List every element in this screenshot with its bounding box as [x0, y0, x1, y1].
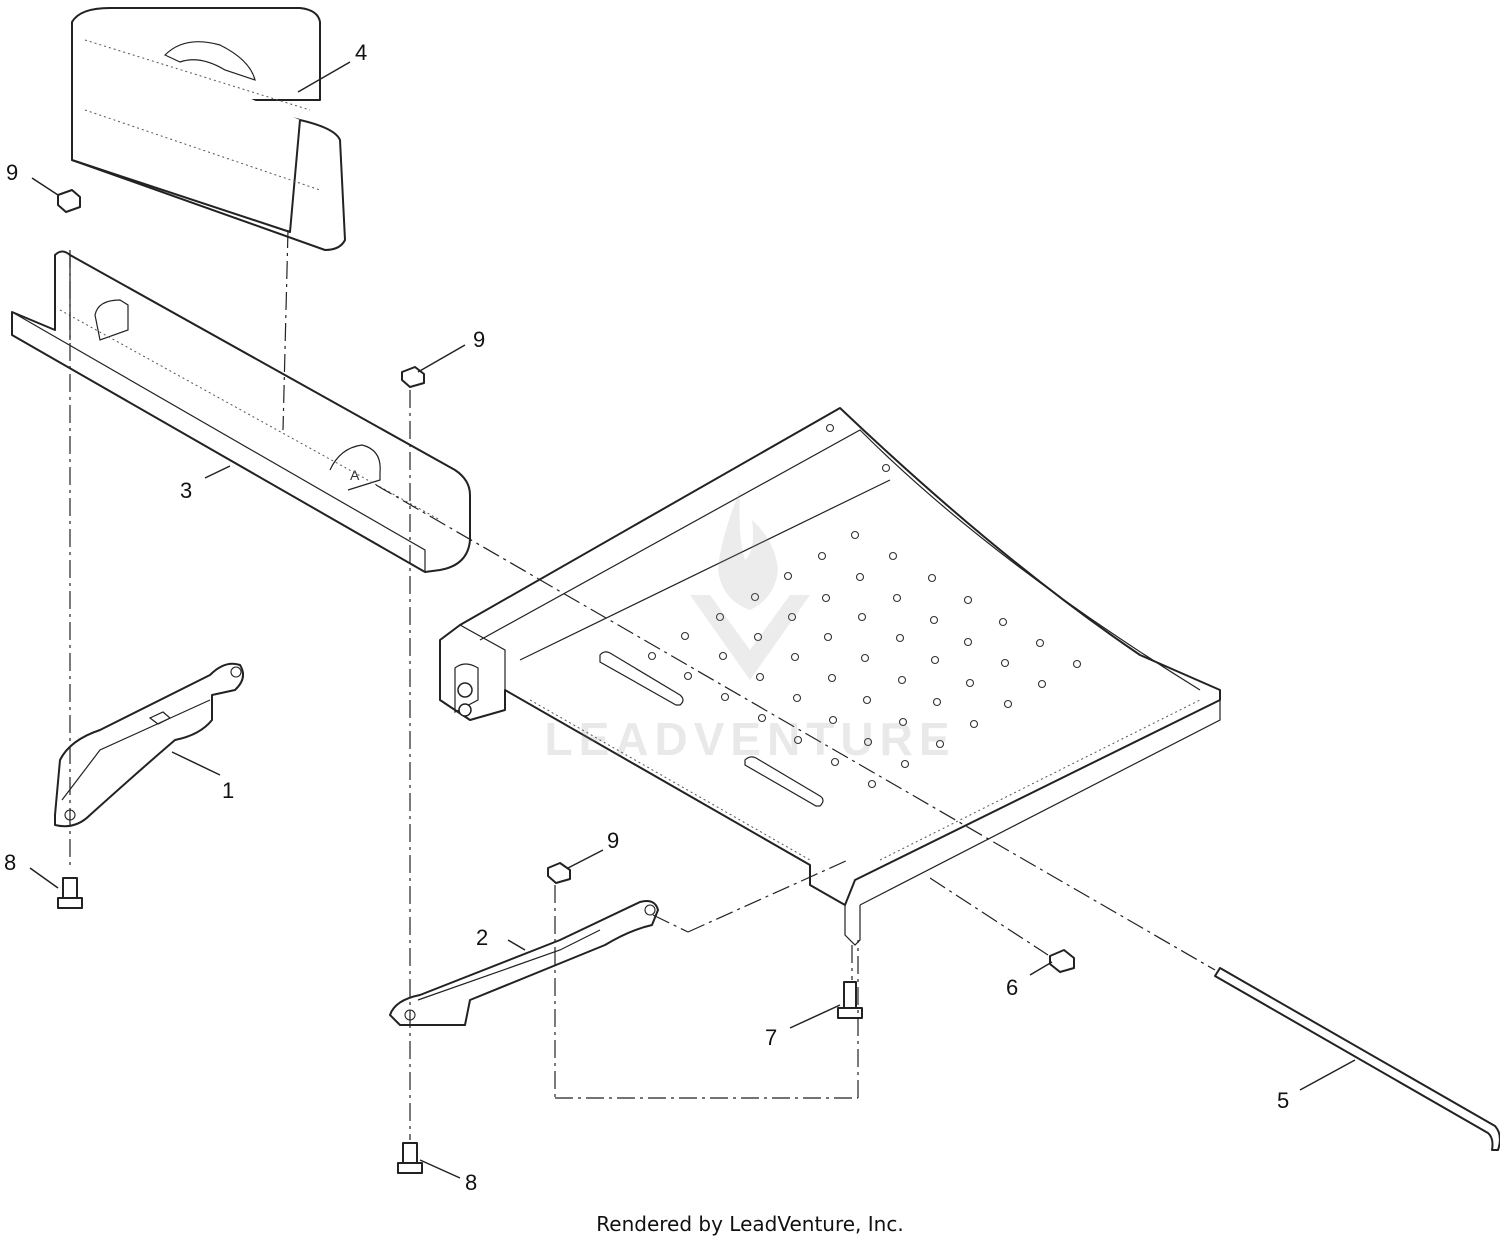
- callout-7: 7: [765, 1025, 777, 1050]
- part-1-arm: [54, 662, 245, 828]
- part-9-nut-lower: [547, 862, 571, 884]
- part-9-nut-left: [57, 189, 81, 213]
- callout-1: 1: [222, 778, 234, 803]
- part-7-bolt: [837, 981, 863, 1019]
- leader-lines: [29, 61, 1356, 1179]
- part-4-weight: [71, 7, 346, 251]
- callout-3: 3: [180, 478, 192, 503]
- assembly-lines: [69, 229, 1216, 1140]
- part-6-bolt: [1049, 949, 1075, 973]
- callouts: 4 9 9 3 1 8 9 2 6 7 5 8: [4, 40, 1289, 1195]
- part-2-arm: [389, 900, 659, 1026]
- callout-2: 2: [476, 925, 488, 950]
- callout-8-center: 8: [465, 1170, 477, 1195]
- callout-8-left: 8: [4, 850, 16, 875]
- callout-4: 4: [355, 40, 367, 65]
- callout-5: 5: [1277, 1088, 1289, 1113]
- part-3-bracket: A: [11, 250, 471, 574]
- svg-text:A: A: [350, 467, 360, 483]
- part-8-bolt-center: [397, 1142, 423, 1174]
- callout-9-left: 9: [6, 160, 18, 185]
- callout-9-center: 9: [473, 327, 485, 352]
- part-8-bolt-left: [57, 877, 83, 909]
- platform-plate: [439, 407, 1221, 946]
- callout-9-lower: 9: [607, 828, 619, 853]
- part-5-rod: [1214, 967, 1500, 1151]
- callout-6: 6: [1006, 975, 1018, 1000]
- footer-credit: Rendered by LeadVenture, Inc.: [596, 1212, 904, 1236]
